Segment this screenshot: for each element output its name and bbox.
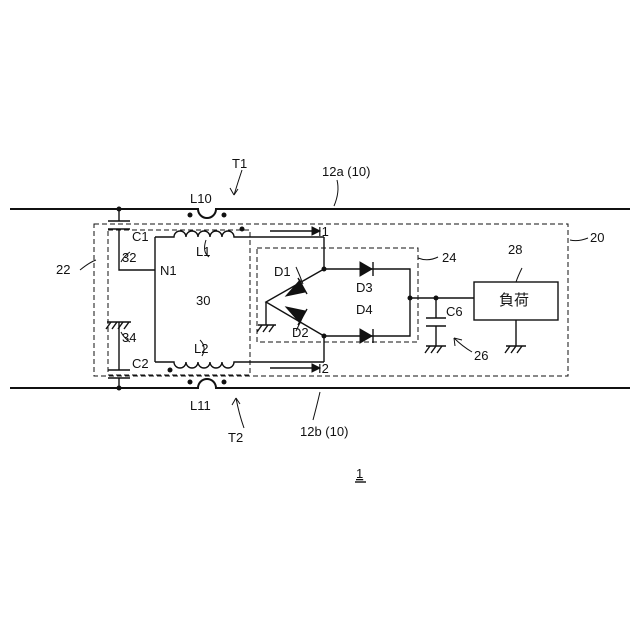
label-load: 負荷 xyxy=(499,292,529,309)
label-30: 30 xyxy=(196,293,210,308)
label-c1: C1 xyxy=(132,229,149,244)
label-d4: D4 xyxy=(356,302,373,317)
polarity-dot-l2 xyxy=(168,368,173,373)
capacitor-c6 xyxy=(425,298,446,353)
power-line-12b xyxy=(10,379,630,388)
label-32: 32 xyxy=(122,250,136,265)
box-20 xyxy=(94,224,568,376)
diode-d3 xyxy=(360,262,373,276)
label-line-12b: 12b (10) xyxy=(300,424,348,439)
label-26: 26 xyxy=(474,348,488,363)
label-d2: D2 xyxy=(292,325,309,340)
label-20: 20 xyxy=(590,230,604,245)
junction-c2-bottom xyxy=(117,386,122,391)
figure-ref-1: 1 xyxy=(356,466,363,481)
diode-d4 xyxy=(360,329,373,343)
junction-bridge-top xyxy=(322,267,327,272)
junction-bridge-bottom xyxy=(322,334,327,339)
polarity-dot-l11-left xyxy=(188,380,193,385)
label-l10: L10 xyxy=(190,191,212,206)
box-24 xyxy=(257,248,418,342)
label-l2: L2 xyxy=(194,341,208,356)
label-34: 34 xyxy=(122,330,136,345)
label-c6: C6 xyxy=(446,304,463,319)
label-i2: I2 xyxy=(318,361,329,376)
power-line-12a xyxy=(10,209,630,218)
label-d3: D3 xyxy=(356,280,373,295)
label-line-12a: 12a (10) xyxy=(322,164,370,179)
junction-c1-top xyxy=(117,207,122,212)
polarity-dot-l1 xyxy=(240,227,245,232)
label-28: 28 xyxy=(508,242,522,257)
label-24: 24 xyxy=(442,250,456,265)
polarity-dot-l11-right xyxy=(222,380,227,385)
label-t2: T2 xyxy=(228,430,243,445)
coil-l2 xyxy=(155,362,324,368)
current-arrow-i1 xyxy=(270,227,320,235)
polarity-dot-l10-right xyxy=(222,213,227,218)
coil-l1 xyxy=(155,231,324,237)
bridge-wiring xyxy=(257,237,410,362)
label-l1: L1 xyxy=(196,244,210,259)
label-d1: D1 xyxy=(274,264,291,279)
label-i1: I1 xyxy=(318,224,329,239)
label-n1: N1 xyxy=(160,263,177,278)
label-c2: C2 xyxy=(132,356,149,371)
current-arrow-i2 xyxy=(270,364,320,372)
label-22: 22 xyxy=(56,262,70,277)
label-l11: L11 xyxy=(190,398,211,413)
polarity-dot-l10-left xyxy=(188,213,193,218)
label-t1: T1 xyxy=(232,156,247,171)
